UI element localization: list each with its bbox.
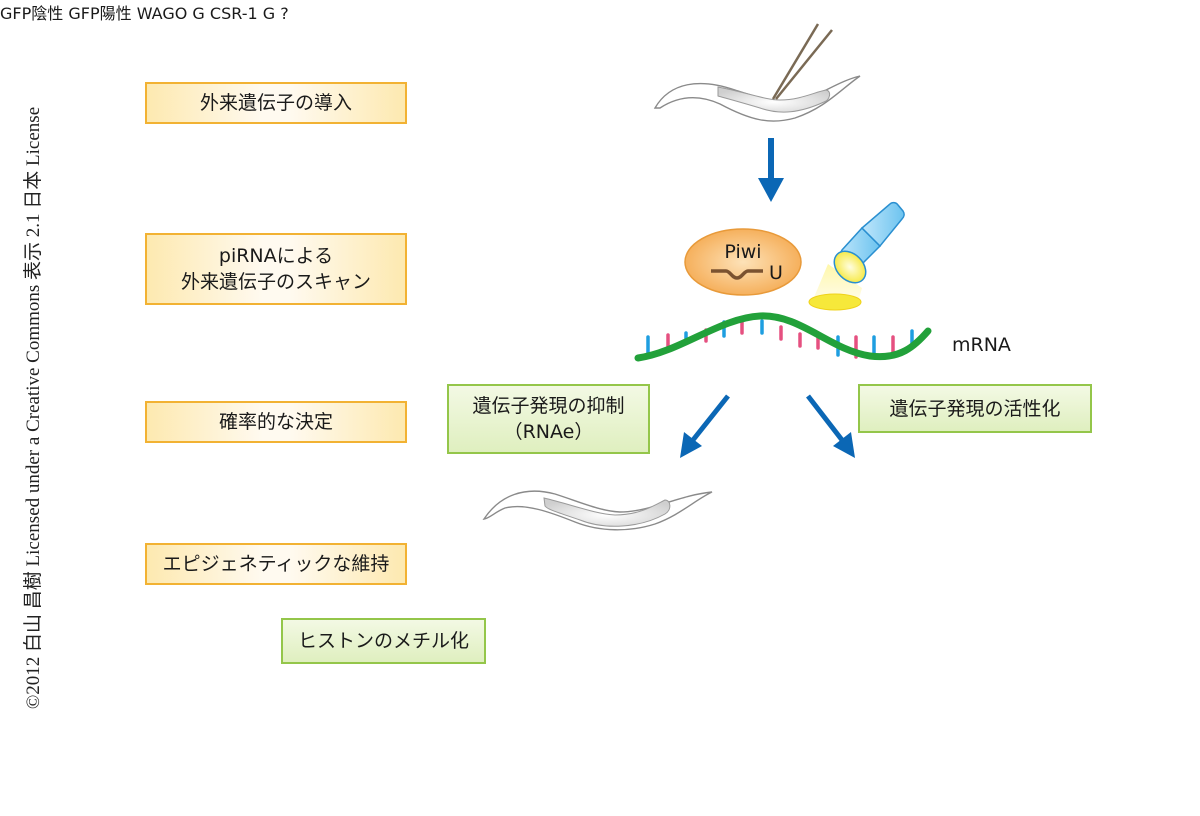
step-label: エピジェネティックな維持 <box>162 553 390 575</box>
nascent-rna-brown: CSR-1 G ? const data = JSON.parse(docume… <box>210 4 289 23</box>
silencing-label: 遺伝子発現の抑制 （RNAe） <box>472 395 625 443</box>
csr1-nucleotide-label: G <box>262 4 276 23</box>
activation-box: 遺伝子発現の活性化 <box>858 384 1092 433</box>
piwi-protein-icon: Piwi U <box>684 228 802 296</box>
step-epigenetic-maintenance: エピジェネティックな維持 <box>145 543 407 585</box>
csr1-protein-icon: CSR-1 G <box>210 4 280 23</box>
gfp-positive-label: GFP陽性 <box>68 4 132 23</box>
arrow-to-silencing-icon <box>680 394 730 458</box>
histone-label: ヒストンのメチル化 <box>297 630 469 652</box>
mrna-strand <box>634 312 932 362</box>
csr1-label: CSR-1 <box>209 4 258 23</box>
piwi-nucleotide-label: U <box>769 262 783 284</box>
flashlight-icon <box>808 201 905 311</box>
step-foreign-gene-introduction: 外来遺伝子の導入 <box>145 82 407 124</box>
piwi-label: Piwi <box>724 241 761 263</box>
histone-methylation-box: ヒストンのメチル化 <box>281 618 486 664</box>
gfp-negative-worm <box>482 490 713 531</box>
wago-nucleotide-label: G <box>192 4 205 23</box>
nascent-rna-blue: CSR-1 G ? const data = JSON.parse(docume… <box>210 4 289 23</box>
step-stochastic-decision: 確率的な決定 <box>145 401 407 443</box>
needle-icon <box>771 23 820 100</box>
wago-label: WAGO <box>136 4 188 23</box>
injected-worm-illustration <box>653 23 861 122</box>
silencing-box: 遺伝子発現の抑制 （RNAe） <box>447 384 650 454</box>
unknown-mechanism-label: ? <box>280 4 289 23</box>
activation-label: 遺伝子発現の活性化 <box>889 397 1061 420</box>
step-pirna-scan: piRNAによる 外来遺伝子のスキャン <box>145 233 407 305</box>
gfp-negative-label: GFP陰性 <box>0 4 64 23</box>
wago-protein-icon: WAGO G <box>137 4 210 23</box>
mrna-label: mRNA <box>952 334 1011 356</box>
down-arrow-icon <box>758 138 784 202</box>
step-label: piRNAによる 外来遺伝子のスキャン <box>180 245 371 293</box>
arrow-to-activation-icon <box>806 394 855 458</box>
step-label: 確率的な決定 <box>218 411 333 433</box>
step-label: 外来遺伝子の導入 <box>199 92 352 114</box>
